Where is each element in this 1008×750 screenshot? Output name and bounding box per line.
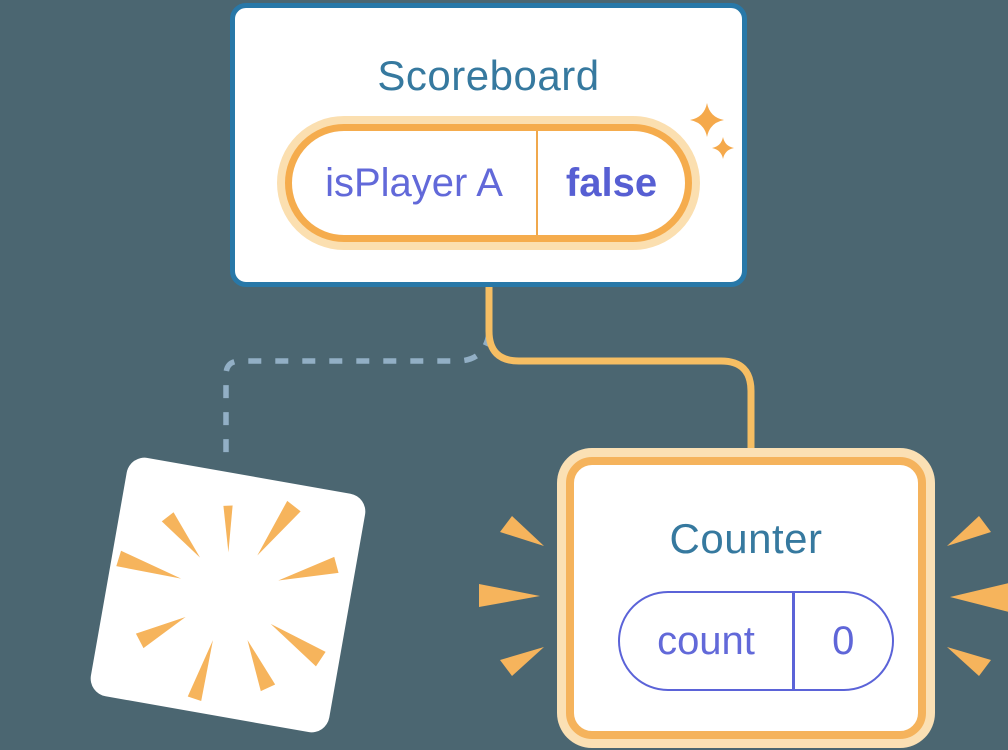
state-name: count xyxy=(657,618,755,663)
destroyed-component-card xyxy=(87,454,369,736)
poof-burst-icon xyxy=(116,500,339,701)
sparkle-small-icon xyxy=(712,137,734,159)
pill-divider xyxy=(536,131,538,235)
state-name: isPlayer A xyxy=(325,160,503,205)
emphasis-spikes-right-icon xyxy=(947,516,1008,676)
emphasis-spikes-left-icon xyxy=(479,516,544,676)
scoreboard-state-pill: isPlayer A false xyxy=(285,124,692,242)
scoreboard-title: Scoreboard xyxy=(377,52,600,99)
solid-connector-line xyxy=(485,286,755,453)
sparkles-icon xyxy=(690,103,734,159)
sparkle-large-icon xyxy=(690,103,724,137)
dashed-connector-line xyxy=(223,332,492,456)
pill-divider xyxy=(792,593,795,689)
counter-title: Counter xyxy=(669,515,823,562)
counter-state-pill: count 0 xyxy=(618,591,894,691)
state-value: 0 xyxy=(832,618,855,663)
state-value: false xyxy=(565,160,658,205)
counter-card: Counter count 0 xyxy=(566,457,926,739)
scoreboard-card: Scoreboard isPlayer A false xyxy=(230,3,747,287)
